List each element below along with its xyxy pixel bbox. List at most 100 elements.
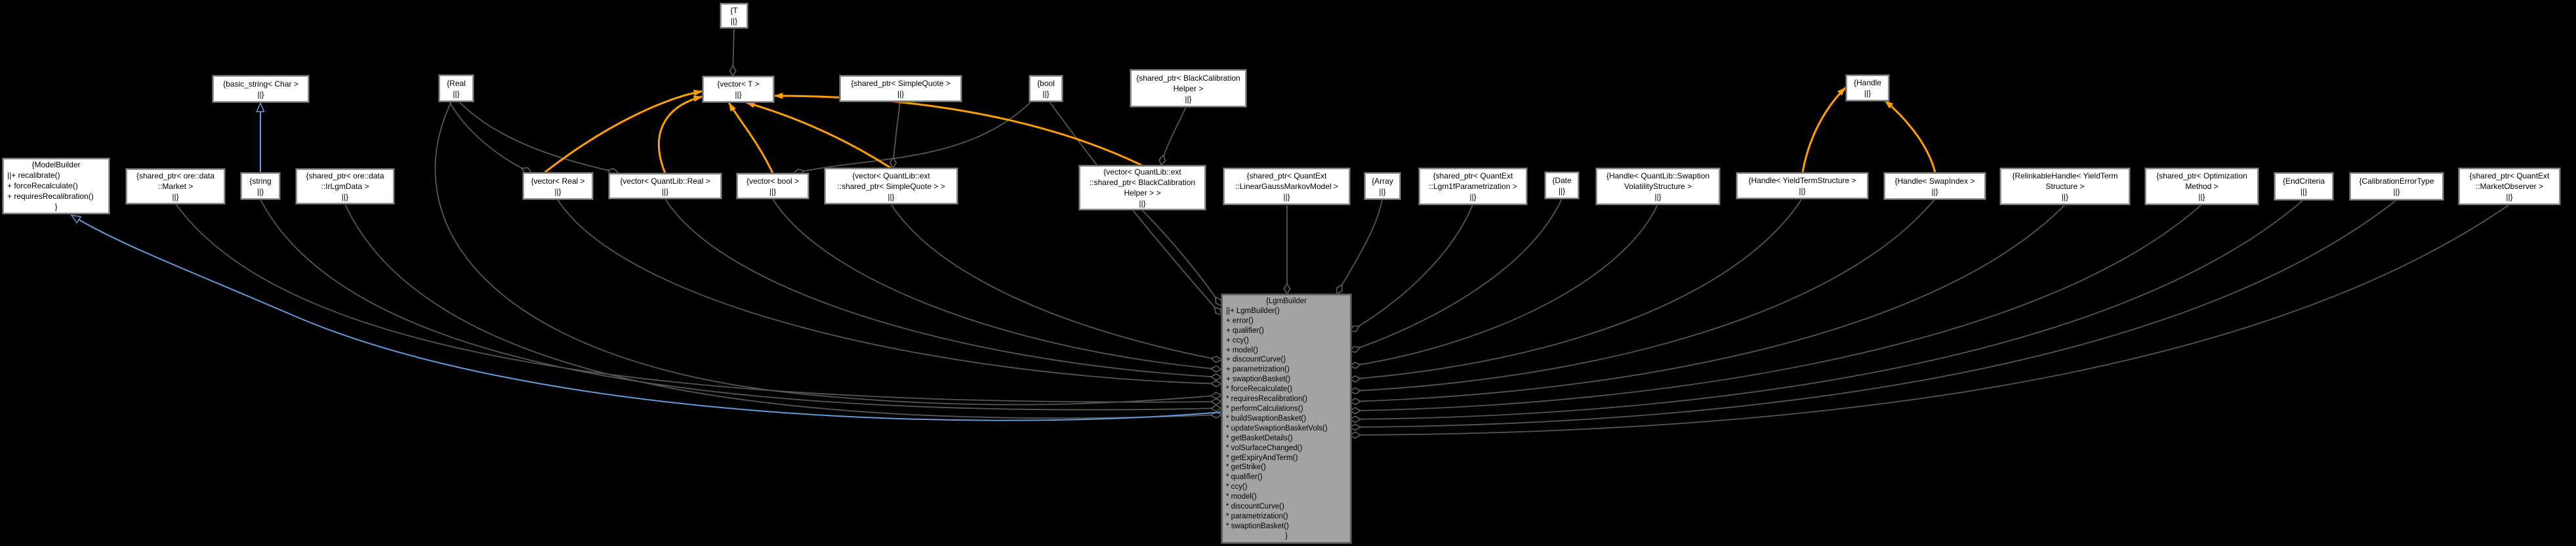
edge-aggregation-relinkable-handle-to-lgm-builder <box>1350 204 2066 402</box>
edge-inheritance-lgm-builder-to-model-builder <box>72 215 1222 421</box>
node-label-line: ||} <box>256 186 264 196</box>
node-label-line: ::Lgm1fParametrization > <box>1429 182 1517 191</box>
node-label-line: + qualifier() <box>1226 326 1264 335</box>
node-label-line: * performCalculations() <box>1226 404 1303 413</box>
node-label-line: * qualifier() <box>1226 473 1263 482</box>
node-label-line: ::MarketObserver > <box>2475 182 2544 191</box>
node-label-line: {Array <box>1372 176 1393 186</box>
node-lgmm[interactable]: {shared_ptr< QuantExt::LinearGaussMarkov… <box>1223 167 1351 205</box>
node-label-line: * parametrization() <box>1226 512 1288 520</box>
node-ir-lgm-data[interactable]: {shared_ptr< ore::data::IrLgmData >||} <box>295 168 395 205</box>
edge-aggregation-real-to-vector-real <box>449 101 531 173</box>
node-vector-bool[interactable]: {vector< bool >||} <box>736 173 809 200</box>
node-label-line: {Handle <box>1853 78 1882 87</box>
node-label-line: ||} <box>735 90 742 99</box>
node-model-builder[interactable]: {ModelBuilder||+ recalibrate()+ forceRec… <box>2 158 110 215</box>
node-bool[interactable]: {bool||} <box>1029 75 1063 102</box>
edge-aggregation-end-criteria-to-lgm-builder <box>1350 200 2304 419</box>
edge-aggregation-market-observer-to-lgm-builder <box>1350 204 2510 435</box>
node-shared-simplequote[interactable]: {shared_ptr< SimpleQuote >||} <box>839 75 962 102</box>
node-array[interactable]: {Array||} <box>1364 172 1401 200</box>
edge-aggregation-shared-simplequote-to-vector-simplequote <box>893 101 901 168</box>
node-label-line: {shared_ptr< SimpleQuote > <box>851 79 951 88</box>
node-label-line: ::LinearGaussMarkovModel > <box>1235 182 1339 191</box>
node-date[interactable]: {Date||} <box>1544 171 1580 200</box>
edge-aggregation-real-to-vector-ql-real <box>459 101 618 173</box>
node-label-line: ||} <box>1864 89 1871 98</box>
node-real[interactable]: {Real||} <box>438 74 474 102</box>
node-label-line: + error() <box>1226 316 1254 325</box>
node-label-line: {vector< Real > <box>531 176 585 186</box>
node-label-line: * getBasketDetails() <box>1226 434 1293 442</box>
node-label-line: ||} <box>661 186 669 196</box>
node-label-line: {vector< QuantLib::ext <box>852 171 930 180</box>
node-label-line: {basic_string< Char > <box>223 79 298 89</box>
node-label-line: * getStrike() <box>1226 463 1266 472</box>
node-label-line: } <box>54 202 58 211</box>
node-label-line: {Real <box>447 78 466 88</box>
node-label-line: {Date <box>1552 175 1572 185</box>
node-vector-simplequote[interactable]: {vector< QuantLib::ext::shared_ptr< Simp… <box>824 167 958 205</box>
edge-aggregation-bool-to-vector-bool <box>794 101 1032 173</box>
node-label-line: + forceRecalculate() <box>7 181 78 190</box>
node-label-line: ||} <box>172 192 179 201</box>
node-label-line: * updateSwaptionBasketVols() <box>1226 424 1328 432</box>
node-handle-swapindex[interactable]: {Handle< SwapIndex >||} <box>1883 172 1986 200</box>
node-handle-yts[interactable]: {Handle< YieldTermStructure >||} <box>1736 172 1869 200</box>
edge-aggregation-array-to-lgm-builder <box>1337 199 1383 294</box>
edge-aggregation-handle-swaption-vol-to-lgm-builder <box>1350 204 1658 366</box>
node-label-line: ||} <box>730 16 738 26</box>
edge-aggregation-market-to-lgm-builder <box>175 203 1221 402</box>
node-t[interactable]: {T||} <box>720 3 748 29</box>
node-label-line: {ModelBuilder <box>31 160 81 169</box>
node-string[interactable]: {string||} <box>240 172 281 200</box>
node-label-line: + swaptionBasket() <box>1226 375 1291 384</box>
edge-aggregation-string-to-lgm-builder <box>260 199 1221 410</box>
edge-aggregation-vector-real-to-lgm-builder <box>557 199 1221 384</box>
edge-aggregation-shared-bch-to-vector-bch <box>1161 106 1187 165</box>
edge-template-vector-bch-to-vector-t <box>773 93 1143 167</box>
edge-aggregation-date-to-lgm-builder <box>1350 198 1563 351</box>
node-label-line: {bool <box>1037 79 1055 88</box>
node-market[interactable]: {shared_ptr< ore::data::Market >||} <box>125 168 226 205</box>
node-market-observer[interactable]: {shared_ptr< QuantExt::MarketObserver >|… <box>2458 167 2561 205</box>
node-label-line: ||} <box>2061 192 2069 201</box>
node-label-line: ||} <box>2393 187 2400 196</box>
node-calibration-error[interactable]: {CalibrationErrorType||} <box>2349 172 2444 201</box>
node-label-line: ||} <box>1469 192 1477 201</box>
node-label-line: ||} <box>453 89 460 98</box>
node-vector-t[interactable]: {vector< T >||} <box>702 75 775 103</box>
node-lgm1f[interactable]: {shared_ptr< QuantExt::Lgm1fParametrizat… <box>1418 167 1528 205</box>
node-label-line: * discountCurve() <box>1226 503 1284 511</box>
node-label-line: {RelinkableHandle< YieldTerm <box>2012 171 2118 180</box>
node-end-criteria[interactable]: {EndCriteria||} <box>2274 172 2334 201</box>
node-handle[interactable]: {Handle ||} <box>1845 74 1890 102</box>
node-label-line: * model() <box>1226 493 1257 501</box>
node-label-line: {shared_ptr< QuantExt <box>1433 171 1513 180</box>
node-vector-real[interactable]: {vector< Real >||} <box>522 172 594 200</box>
node-label-line: ||} <box>1558 186 1566 196</box>
node-label-line: + model() <box>1226 346 1258 354</box>
node-label-line: ||} <box>1139 199 1146 208</box>
node-label-line: ||} <box>1185 94 1192 104</box>
node-label-line: VolatilityStructure > <box>1624 182 1692 191</box>
node-label-line: ||} <box>2300 187 2308 196</box>
node-label-line: {Handle< YieldTermStructure > <box>1748 176 1856 185</box>
edge-aggregation-t-to-vector-t <box>733 28 734 76</box>
node-label-line: Helper > <box>1173 83 1204 93</box>
node-vector-ql-real[interactable]: {vector< QuantLib::Real >||} <box>608 173 722 200</box>
node-vector-bch[interactable]: {vector< QuantLib::ext::shared_ptr< Blac… <box>1078 165 1206 211</box>
node-label-line: ||} <box>769 186 777 196</box>
edge-aggregation-real-to-lgm-builder <box>434 101 1221 406</box>
node-label-line: {vector< T > <box>717 79 760 89</box>
node-label-line: ||} <box>341 192 349 201</box>
node-label-line: {shared_ptr< Optimization <box>2156 171 2247 180</box>
node-basic-string[interactable]: {basic_string< Char >||} <box>212 75 310 103</box>
edge-aggregation-optimization-to-lgm-builder <box>1350 204 2202 411</box>
node-label-line: ::shared_ptr< BlackCalibration <box>1089 178 1196 187</box>
